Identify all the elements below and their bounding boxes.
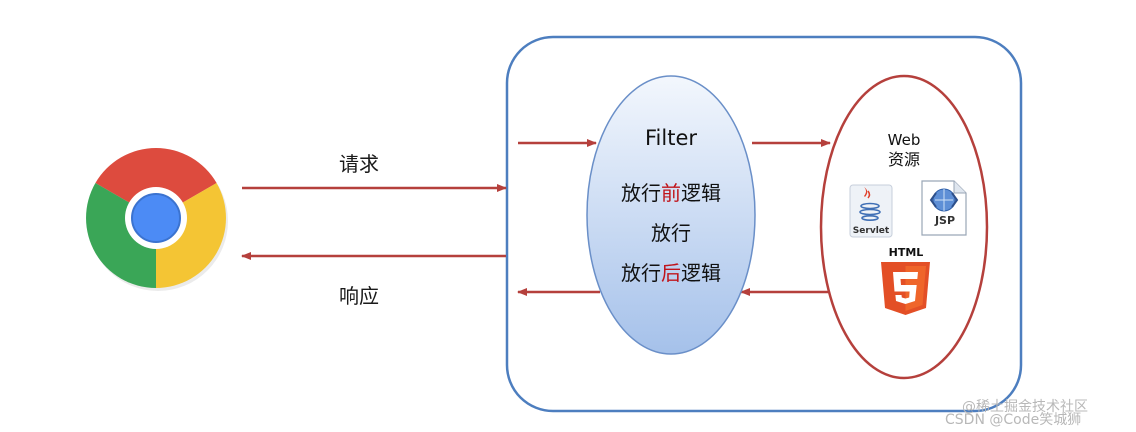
web-title-line1: Web [887, 131, 921, 149]
filter-post-prefix: 放行 [621, 261, 661, 285]
request-label: 请求 [339, 152, 379, 176]
chrome-icon [86, 148, 228, 291]
web-resource-title: Web 资源 [864, 130, 944, 170]
filter-pre-prefix: 放行 [621, 181, 661, 205]
watermark-csdn: CSDN @Code笑城狮 [945, 412, 1082, 428]
html-label: HTML [888, 246, 924, 259]
filter-ellipse [586, 75, 756, 355]
java-servlet-icon [849, 184, 893, 238]
filter-title: Filter [644, 126, 697, 150]
jsp-label: JSP [934, 214, 956, 227]
watermark-juejin: @稀土掘金技术社区 [962, 399, 1088, 415]
filter-pass: 放行 [651, 221, 691, 245]
web-title-line2: 资源 [887, 150, 920, 169]
html5-icon [881, 262, 930, 315]
filter-post-highlight: 后 [661, 261, 681, 285]
filter-post-logic: 放行后逻辑 [591, 257, 751, 286]
jsp-file-icon [921, 180, 967, 236]
response-label: 响应 [339, 284, 379, 308]
servlet-label: Servlet [852, 226, 890, 236]
web-resource-ellipse [819, 74, 989, 380]
filter-pre-suffix: 逻辑 [681, 181, 721, 205]
filter-post-suffix: 逻辑 [681, 261, 721, 285]
filter-pre-highlight: 前 [661, 181, 681, 205]
server-container [505, 35, 1023, 413]
filter-pre-logic: 放行前逻辑 [591, 177, 751, 206]
